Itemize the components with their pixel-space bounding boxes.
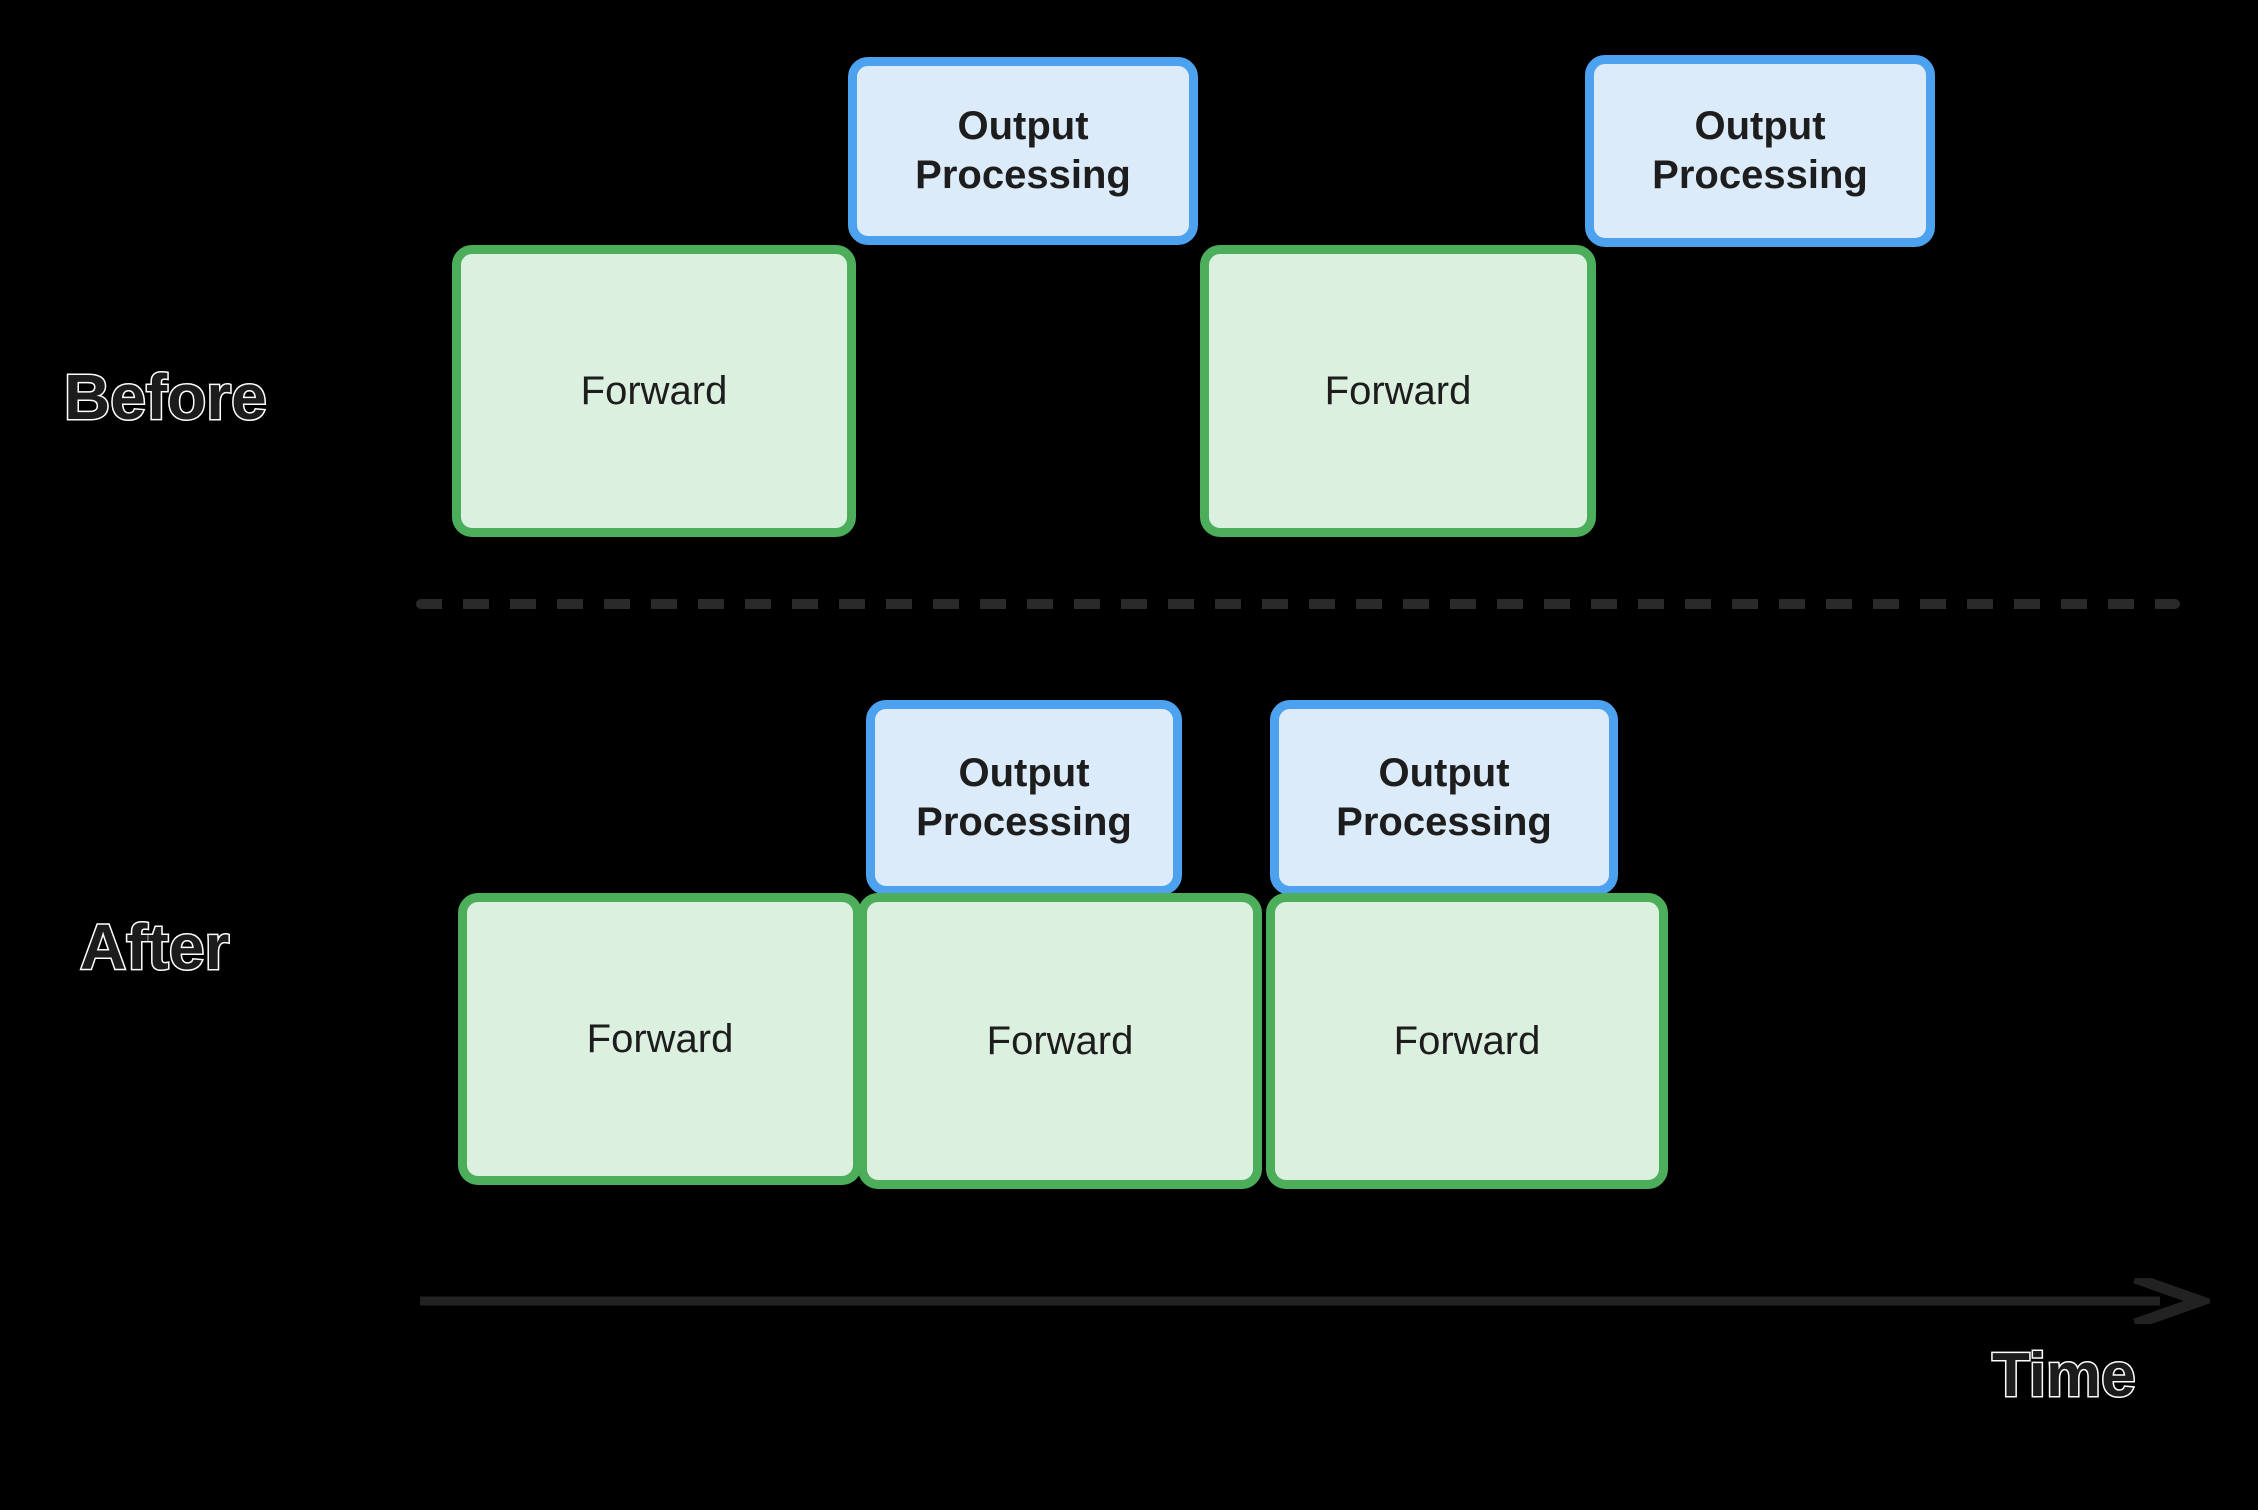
block-output-processing-after-1: Output Processing xyxy=(866,700,1182,895)
block-forward-before-1: Forward xyxy=(452,245,856,537)
block-output-processing-after-2: Output Processing xyxy=(1270,700,1618,895)
block-label: Output Processing xyxy=(1336,750,1552,844)
block-label: Forward xyxy=(580,368,728,413)
section-divider xyxy=(416,599,2180,609)
block-label: Forward xyxy=(586,1016,734,1061)
block-label: Forward xyxy=(1324,368,1472,413)
block-label: Output Processing xyxy=(915,104,1131,197)
block-output-processing-before-1: Output Processing xyxy=(848,57,1198,245)
time-axis-label: Time xyxy=(1991,1341,2138,1410)
block-label: Forward xyxy=(1393,1018,1541,1063)
block-forward-before-2: Forward xyxy=(1200,245,1596,537)
block-label: Forward xyxy=(986,1018,1134,1063)
block-output-processing-before-2: Output Processing xyxy=(1585,55,1935,247)
block-label: Output Processing xyxy=(1652,104,1868,197)
block-forward-after-1: Forward xyxy=(458,893,862,1185)
row-label-after: After xyxy=(78,911,230,983)
block-label: Output Processing xyxy=(916,750,1132,844)
row-label-before: Before xyxy=(63,361,269,433)
block-forward-after-3: Forward xyxy=(1266,893,1668,1189)
block-forward-after-2: Forward xyxy=(858,893,1262,1189)
time-axis-arrow xyxy=(420,1278,2210,1324)
